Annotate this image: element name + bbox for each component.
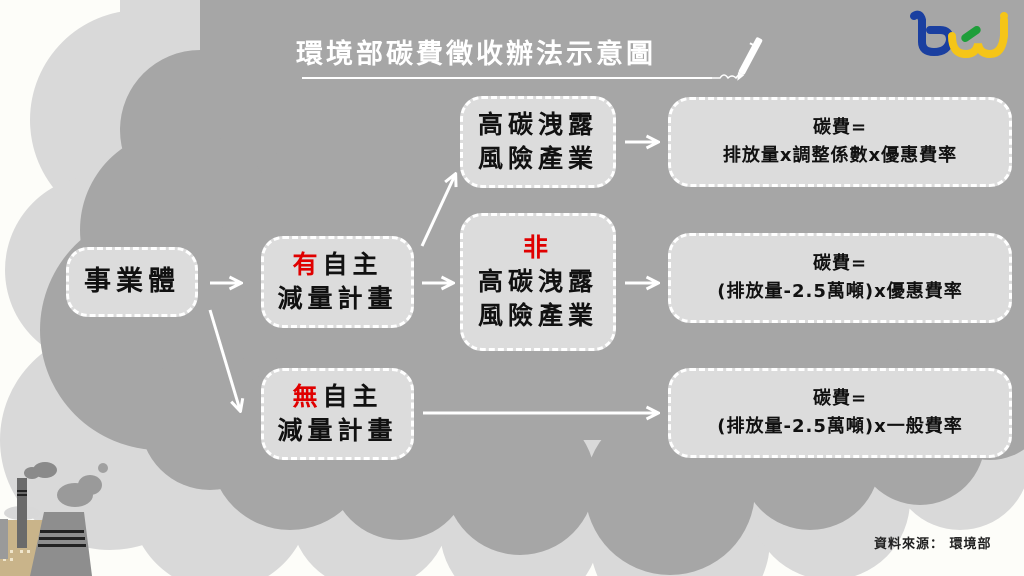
highlight-has: 有 [292, 250, 323, 279]
source-note: 資料來源： 環境部 [874, 537, 992, 552]
brand-logo [910, 10, 1008, 59]
highlight-none: 無 [292, 382, 323, 411]
pen-icon [710, 37, 763, 81]
highlight-non: 非 [522, 233, 553, 262]
title-underline [302, 77, 712, 79]
page-title: 環境部碳費徵收辦法示意圖 [296, 39, 656, 70]
factory-illustration [0, 462, 108, 576]
formula-box-1: 碳費= 排放量x調整係數x優惠費率 [668, 97, 1012, 187]
node-without-reduction-plan: 無自主 減量計畫 [261, 368, 414, 460]
node-high-carbon-leakage: 高碳洩露 風險產業 [460, 96, 616, 188]
formula-box-2: 碳費= (排放量-2.5萬噸)x優惠費率 [668, 233, 1012, 323]
node-entity: 事業體 [66, 247, 198, 317]
node-entity-label: 事業體 [84, 266, 180, 297]
node-with-reduction-plan: 有自主 減量計畫 [261, 236, 414, 328]
formula-box-3: 碳費= (排放量-2.5萬噸)x一般費率 [668, 368, 1012, 458]
node-non-high-carbon-leakage: 非 高碳洩露 風險產業 [460, 213, 616, 351]
